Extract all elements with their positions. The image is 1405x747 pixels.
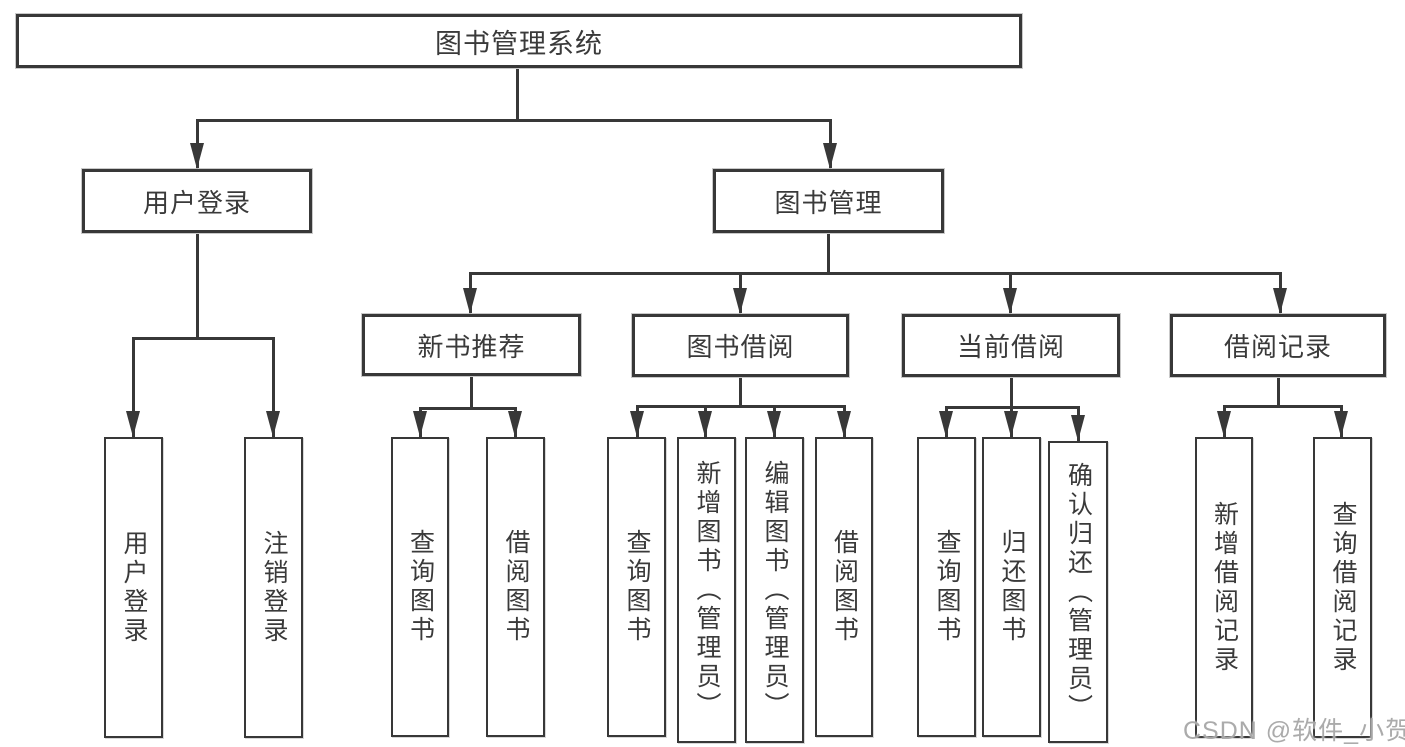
node-cb-query-books: 查询图书 (917, 437, 976, 737)
node-label: 查询图书 (933, 529, 961, 645)
node-label: 确认归还（管理员） (1064, 461, 1093, 723)
arrowhead-down-icon (266, 411, 280, 437)
node-label: 查询借阅记录 (1329, 500, 1357, 675)
node-label: 图书管理系统 (435, 28, 603, 59)
node-label: 查询图书 (406, 529, 435, 645)
node-label: 图书借阅 (686, 332, 795, 362)
arrowhead-down-icon (698, 411, 712, 437)
arrowhead-down-icon (733, 288, 747, 314)
node-new-book-recommend: 新书推荐 (362, 314, 581, 376)
node-book-borrowing: 图书借阅 (632, 314, 849, 377)
node-cb-confirm-return-admin: 确认归还（管理员） (1048, 441, 1108, 743)
node-bb-query-books: 查询图书 (607, 437, 666, 737)
arrowhead-down-icon (939, 411, 953, 437)
node-label: 借阅图书 (502, 529, 530, 645)
node-br-add-record: 新增借阅记录 (1195, 437, 1253, 738)
connector-vline (827, 231, 830, 275)
connector-vline (1010, 375, 1013, 408)
node-label: 借阅图书 (830, 529, 859, 645)
node-label: 查询图书 (623, 529, 651, 645)
arrowhead-down-icon (126, 411, 140, 437)
connector-vline (470, 375, 473, 409)
node-current-borrowing: 当前借阅 (902, 314, 1120, 377)
connector-hline (132, 337, 275, 340)
connector-hline (469, 272, 1282, 275)
csdn-watermark: CSDN @软件_小贺同学 (1183, 717, 1405, 745)
arrowhead-down-icon (413, 411, 427, 437)
node-user-login: 用户登录 (104, 437, 163, 738)
node-label: 当前借阅 (956, 332, 1065, 362)
node-label: 新增借阅记录 (1210, 500, 1239, 675)
arrowhead-down-icon (1217, 411, 1231, 437)
node-nb-borrow-books: 借阅图书 (486, 437, 545, 737)
arrowhead-down-icon (508, 411, 522, 437)
arrowhead-down-icon (767, 411, 781, 437)
arrowhead-down-icon (1273, 288, 1287, 314)
node-label: 新书推荐 (417, 331, 526, 362)
connector-vline (196, 231, 199, 338)
node-book-management: 图书管理 (713, 169, 944, 233)
connector-vline (1277, 375, 1280, 407)
node-root-system: 图书管理系统 (16, 14, 1022, 68)
arrowhead-down-icon (463, 288, 477, 314)
node-label: 编辑图书（管理员） (761, 459, 789, 721)
arrowhead-down-icon (630, 411, 644, 437)
arrowhead-down-icon (1004, 411, 1018, 437)
node-bb-borrow-books: 借阅图书 (815, 437, 873, 737)
arrowhead-down-icon (837, 411, 851, 437)
node-label: 注销登录 (260, 529, 288, 646)
arrowhead-down-icon (1003, 288, 1017, 314)
node-logout-login: 注销登录 (244, 437, 303, 738)
connector-hline (1223, 405, 1343, 408)
node-label: 借阅记录 (1223, 332, 1332, 362)
arrowhead-down-icon (190, 143, 204, 169)
node-nb-query-books: 查询图书 (391, 437, 449, 737)
arrowhead-down-icon (1334, 411, 1348, 437)
node-br-query-record: 查询借阅记录 (1313, 437, 1372, 738)
node-bb-edit-books-admin: 编辑图书（管理员） (745, 437, 804, 743)
arrowhead-down-icon (823, 143, 837, 169)
node-cb-return-books: 归还图书 (982, 437, 1041, 737)
connector-vline (132, 337, 135, 437)
node-label: 归还图书 (998, 529, 1026, 645)
connector-vline (272, 337, 275, 437)
node-label: 用户登录 (142, 187, 251, 218)
node-bb-add-books-admin: 新增图书（管理员） (677, 437, 736, 743)
connector-vline (739, 375, 742, 407)
node-label: 用户登录 (120, 529, 148, 646)
node-label: 图书管理 (774, 187, 883, 218)
arrowhead-down-icon (1071, 415, 1085, 441)
connector-hline (419, 407, 517, 410)
connector-vline (516, 66, 519, 119)
node-user-login-group: 用户登录 (82, 169, 312, 233)
connector-hline (636, 405, 846, 408)
node-label: 新增图书（管理员） (693, 459, 721, 721)
connector-hline (196, 119, 832, 122)
node-borrowing-records: 借阅记录 (1170, 314, 1386, 377)
